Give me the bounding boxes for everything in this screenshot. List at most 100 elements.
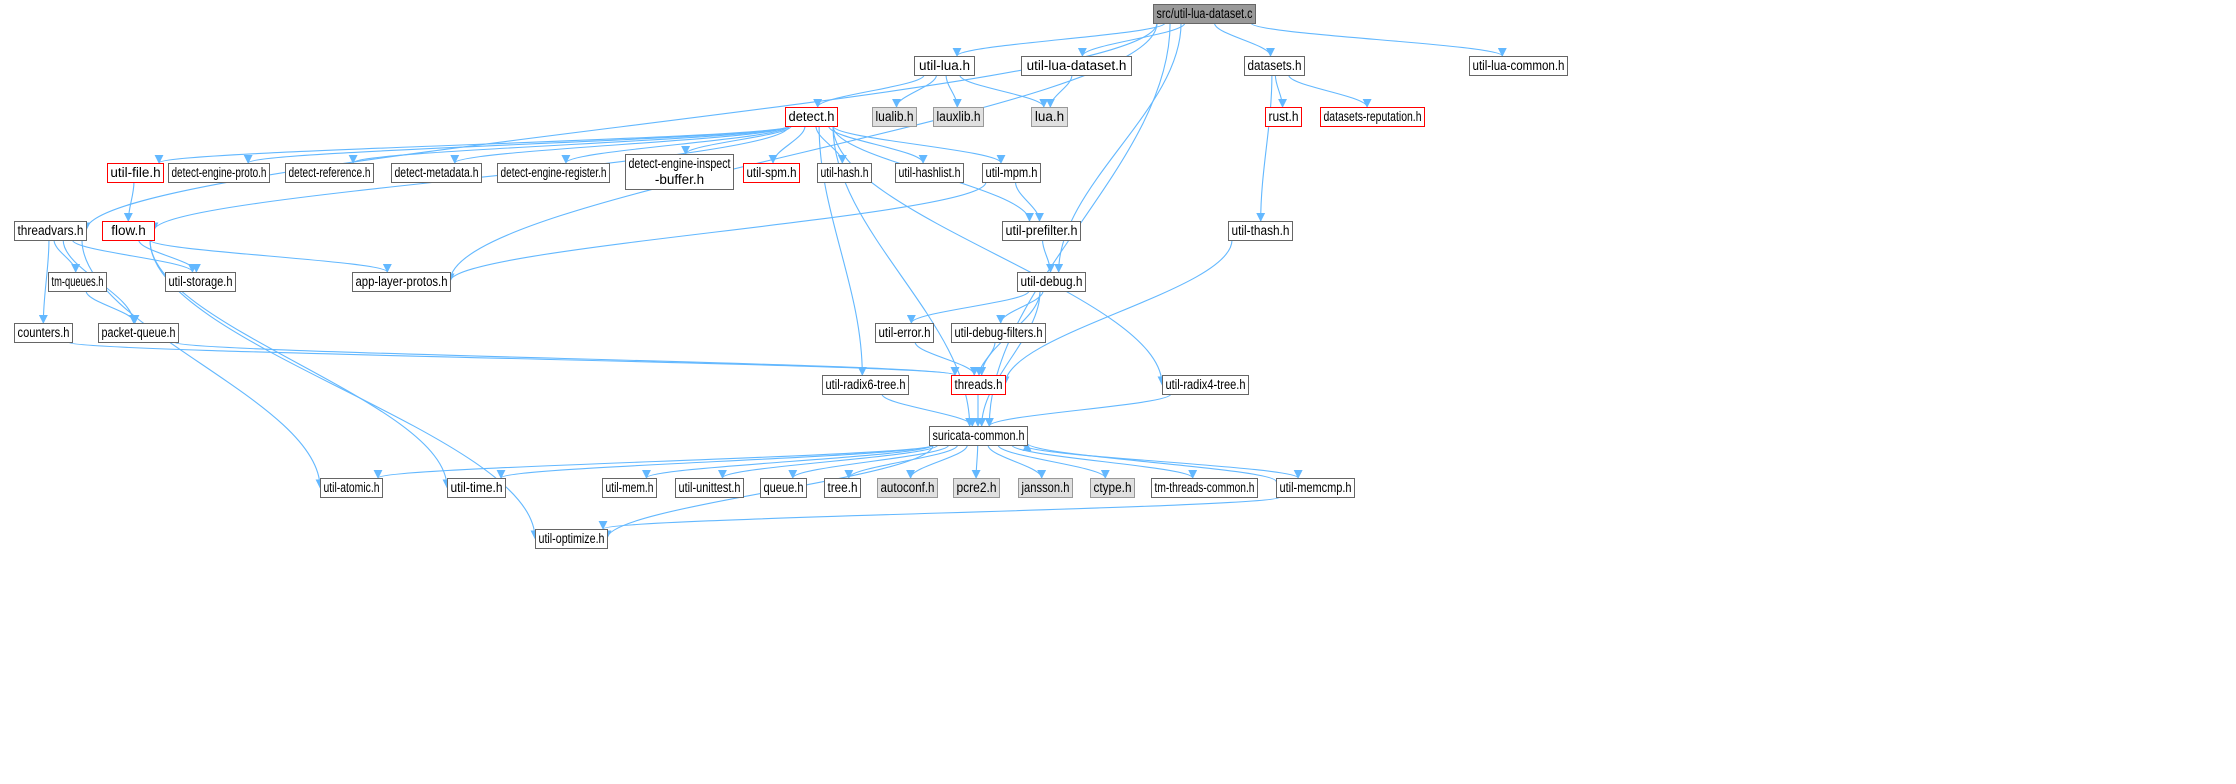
node-box bbox=[14, 323, 73, 343]
node-label-line2: -buffer.h bbox=[655, 172, 704, 187]
edge-util_memcmp-to-util_optimize bbox=[598, 496, 1281, 530]
edge-suricata_common-to-util_mem bbox=[642, 444, 934, 479]
node-lualib[interactable]: lualib.h bbox=[872, 107, 917, 127]
node-flow[interactable]: flow.h bbox=[102, 221, 155, 241]
node-datasets-reputation[interactable]: datasets-reputation.h bbox=[1320, 107, 1425, 127]
node-jansson[interactable]: jansson.h bbox=[1018, 478, 1073, 498]
node-util-optimize[interactable]: util-optimize.h bbox=[535, 529, 608, 549]
node-util-spm[interactable]: util-spm.h bbox=[743, 163, 800, 183]
node-detect-metadata[interactable]: detect-metadata.h bbox=[391, 163, 482, 183]
node-util-radix4-tree[interactable]: util-radix4-tree.h bbox=[1162, 375, 1249, 395]
node-box bbox=[872, 107, 917, 127]
node-counters[interactable]: counters.h bbox=[14, 323, 73, 343]
node-box bbox=[352, 272, 451, 292]
node-box bbox=[165, 272, 236, 292]
node-util-prefilter[interactable]: util-prefilter.h bbox=[1002, 221, 1081, 241]
edge-util_memcmp-to-suricata_common bbox=[1022, 442, 1277, 482]
node-label: detect-metadata.h bbox=[395, 165, 479, 180]
node-label: tm-threads-common.h bbox=[1155, 480, 1255, 495]
edge-flow-to-app_layer_protos bbox=[149, 239, 392, 273]
header-nodes: src/util-lua-dataset.c util-lua.h util-lua… bbox=[14, 4, 1568, 549]
node-box bbox=[895, 163, 964, 183]
node-queue[interactable]: queue.h bbox=[760, 478, 807, 498]
edge-suricata_common-to-util_unittest bbox=[718, 444, 939, 479]
node-rust[interactable]: rust.h bbox=[1265, 107, 1302, 127]
node-label: util-optimize.h bbox=[539, 531, 605, 546]
node-label: util-prefilter.h bbox=[1006, 223, 1078, 238]
node-threadvars[interactable]: threadvars.h bbox=[14, 221, 87, 241]
node-label: threadvars.h bbox=[18, 223, 84, 238]
node-util-lua[interactable]: util-lua.h bbox=[914, 56, 975, 76]
node-ctype[interactable]: ctype.h bbox=[1090, 478, 1135, 498]
node-util-memcmp[interactable]: util-memcmp.h bbox=[1276, 478, 1355, 498]
node-pcre2[interactable]: pcre2.h bbox=[953, 478, 1000, 498]
edge-tm_queues-to-packet_queue bbox=[85, 290, 140, 324]
node-util-debug-filters[interactable]: util-debug-filters.h bbox=[951, 323, 1046, 343]
node-util-lua-common[interactable]: util-lua-common.h bbox=[1469, 56, 1568, 76]
node-box bbox=[817, 163, 872, 183]
node-util-unittest[interactable]: util-unittest.h bbox=[675, 478, 744, 498]
node-util-error[interactable]: util-error.h bbox=[875, 323, 934, 343]
edge-suricata_common-to-util_time bbox=[496, 444, 934, 479]
node-label: detect-engine-proto.h bbox=[172, 165, 267, 180]
node-util-lua-dataset[interactable]: util-lua-dataset.h bbox=[1021, 56, 1132, 76]
edge-util_thash-to-threads bbox=[1000, 239, 1233, 386]
node-util-file[interactable]: util-file.h bbox=[107, 163, 164, 183]
node-util-hashlist[interactable]: util-hashlist.h bbox=[895, 163, 964, 183]
node-box bbox=[951, 323, 1046, 343]
node-label: detect-reference.h bbox=[289, 165, 371, 180]
edge-util_lua_dataset-to-lua bbox=[1045, 74, 1073, 108]
edge-datasets-to-rust bbox=[1274, 74, 1288, 108]
node-util-hash[interactable]: util-hash.h bbox=[817, 163, 872, 183]
node-util-radix6-tree[interactable]: util-radix6-tree.h bbox=[822, 375, 909, 395]
node-util-mpm[interactable]: util-mpm.h bbox=[982, 163, 1041, 183]
node-tm-threads-common[interactable]: tm-threads-common.h bbox=[1151, 478, 1258, 498]
node-tm-queues[interactable]: tm-queues.h bbox=[48, 272, 107, 292]
node-label: rust.h bbox=[1269, 109, 1299, 124]
node-box bbox=[933, 107, 984, 127]
node-autoconf[interactable]: autoconf.h bbox=[877, 478, 938, 498]
edge-root-to-util_lua_common bbox=[1250, 22, 1507, 57]
node-lua[interactable]: lua.h bbox=[1031, 107, 1068, 127]
node-box bbox=[497, 163, 610, 183]
node-datasets[interactable]: datasets.h bbox=[1244, 56, 1305, 76]
node-util-thash[interactable]: util-thash.h bbox=[1228, 221, 1293, 241]
node-detect-reference[interactable]: detect-reference.h bbox=[285, 163, 374, 183]
node-detect[interactable]: detect.h bbox=[785, 107, 838, 127]
edge-util_lua-to-lua bbox=[959, 74, 1049, 108]
node-detect-engine-proto[interactable]: detect-engine-proto.h bbox=[168, 163, 270, 183]
edge-suricata_common-to-util_memcmp bbox=[1022, 444, 1303, 479]
edge-detect-to-detect_metadata bbox=[450, 125, 790, 164]
node-util-atomic[interactable]: util-atomic.h bbox=[320, 478, 383, 498]
node-box bbox=[1090, 478, 1135, 498]
node-threads[interactable]: threads.h bbox=[951, 375, 1006, 395]
edge-detect-to-util_spm bbox=[768, 125, 806, 164]
node-box bbox=[743, 163, 800, 183]
edge-threadvars-to-util_storage bbox=[71, 239, 197, 273]
node-box bbox=[824, 478, 861, 498]
node-suricata-common[interactable]: suricata-common.h bbox=[929, 426, 1028, 446]
node-box bbox=[1244, 56, 1305, 76]
node-label: util-error.h bbox=[879, 325, 931, 340]
edge-util_prefilter-to-util_debug bbox=[1041, 239, 1055, 273]
edge-detect-to-util_hash bbox=[815, 125, 847, 164]
node-tree[interactable]: tree.h bbox=[824, 478, 861, 498]
node-packet-queue[interactable]: packet-queue.h bbox=[98, 323, 179, 343]
edge-suricata_common-to-ctype bbox=[997, 444, 1110, 479]
node-detect-engine-inspect-buffer[interactable]: detect-engine-inspect-buffer.h bbox=[625, 154, 734, 190]
node-util-time[interactable]: util-time.h bbox=[447, 478, 506, 498]
node-label: util-hash.h bbox=[821, 165, 869, 180]
node-label: ctype.h bbox=[1094, 480, 1132, 495]
node-detect-engine-register[interactable]: detect-engine-register.h bbox=[497, 163, 610, 183]
node-root[interactable]: src/util-lua-dataset.c bbox=[1153, 4, 1256, 24]
node-label: detect.h bbox=[789, 109, 835, 124]
edge-detect-to-util_hashlist bbox=[828, 125, 928, 164]
node-lauxlib[interactable]: lauxlib.h bbox=[933, 107, 984, 127]
node-util-storage[interactable]: util-storage.h bbox=[165, 272, 236, 292]
node-util-mem[interactable]: util-mem.h bbox=[602, 478, 657, 498]
node-app-layer-protos[interactable]: app-layer-protos.h bbox=[352, 272, 451, 292]
node-util-debug[interactable]: util-debug.h bbox=[1017, 272, 1086, 292]
edge-packet_queue-to-threads bbox=[173, 341, 959, 376]
node-box bbox=[760, 478, 807, 498]
